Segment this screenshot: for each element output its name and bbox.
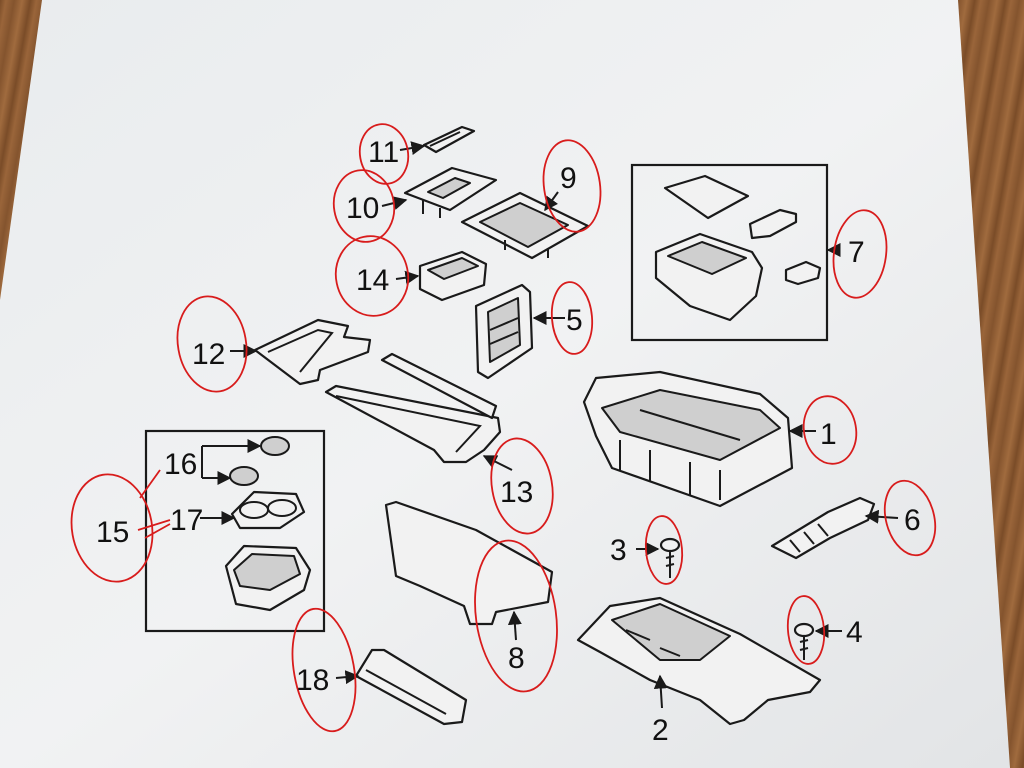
part-5-side-bracket — [474, 283, 534, 380]
part-4-screw — [793, 622, 815, 660]
part-16-cupholder-pads — [229, 436, 290, 486]
part-17-cupholder-ring — [230, 490, 306, 530]
part-15-cupholder-body — [224, 544, 312, 612]
part-14-switch-housing — [418, 250, 488, 302]
label-8: 8 — [508, 642, 525, 675]
part-3-screw — [659, 537, 681, 578]
part-2-mounting-bracket — [576, 596, 822, 726]
part-12-top-tray — [253, 318, 372, 386]
leader-arrows — [200, 141, 899, 709]
inset-box-15 — [144, 429, 326, 633]
label-2: 2 — [652, 714, 669, 747]
label-4: 4 — [846, 616, 863, 649]
label-14: 14 — [356, 264, 389, 297]
label-16: 16 — [164, 448, 197, 481]
part-7-storage-bin — [654, 174, 822, 322]
part-8-lower-panel — [384, 500, 554, 626]
label-7: 7 — [848, 236, 865, 269]
label-3: 3 — [610, 534, 627, 567]
label-9: 9 — [560, 162, 577, 195]
label-10: 10 — [346, 192, 379, 225]
part-18-storage-tray — [354, 648, 468, 726]
part-10-switch-bezel — [403, 166, 498, 218]
part-9-trim-panel — [460, 191, 590, 260]
callout-numbers: 11 10 9 14 12 5 7 1 13 6 3 4 8 2 18 16 1… — [96, 136, 921, 747]
red-circles — [70, 123, 937, 733]
label-5: 5 — [566, 304, 583, 337]
label-18: 18 — [296, 664, 329, 697]
label-11: 11 — [368, 136, 399, 169]
part-1-console-base — [582, 370, 794, 508]
label-15: 15 — [96, 516, 129, 549]
label-1: 1 — [820, 418, 837, 451]
label-6: 6 — [904, 504, 921, 537]
label-17: 17 — [170, 504, 203, 537]
label-12: 12 — [192, 338, 225, 371]
part-11-small-bezel — [422, 125, 476, 154]
part-13-armrest-lid — [324, 352, 502, 464]
label-13: 13 — [500, 476, 533, 509]
